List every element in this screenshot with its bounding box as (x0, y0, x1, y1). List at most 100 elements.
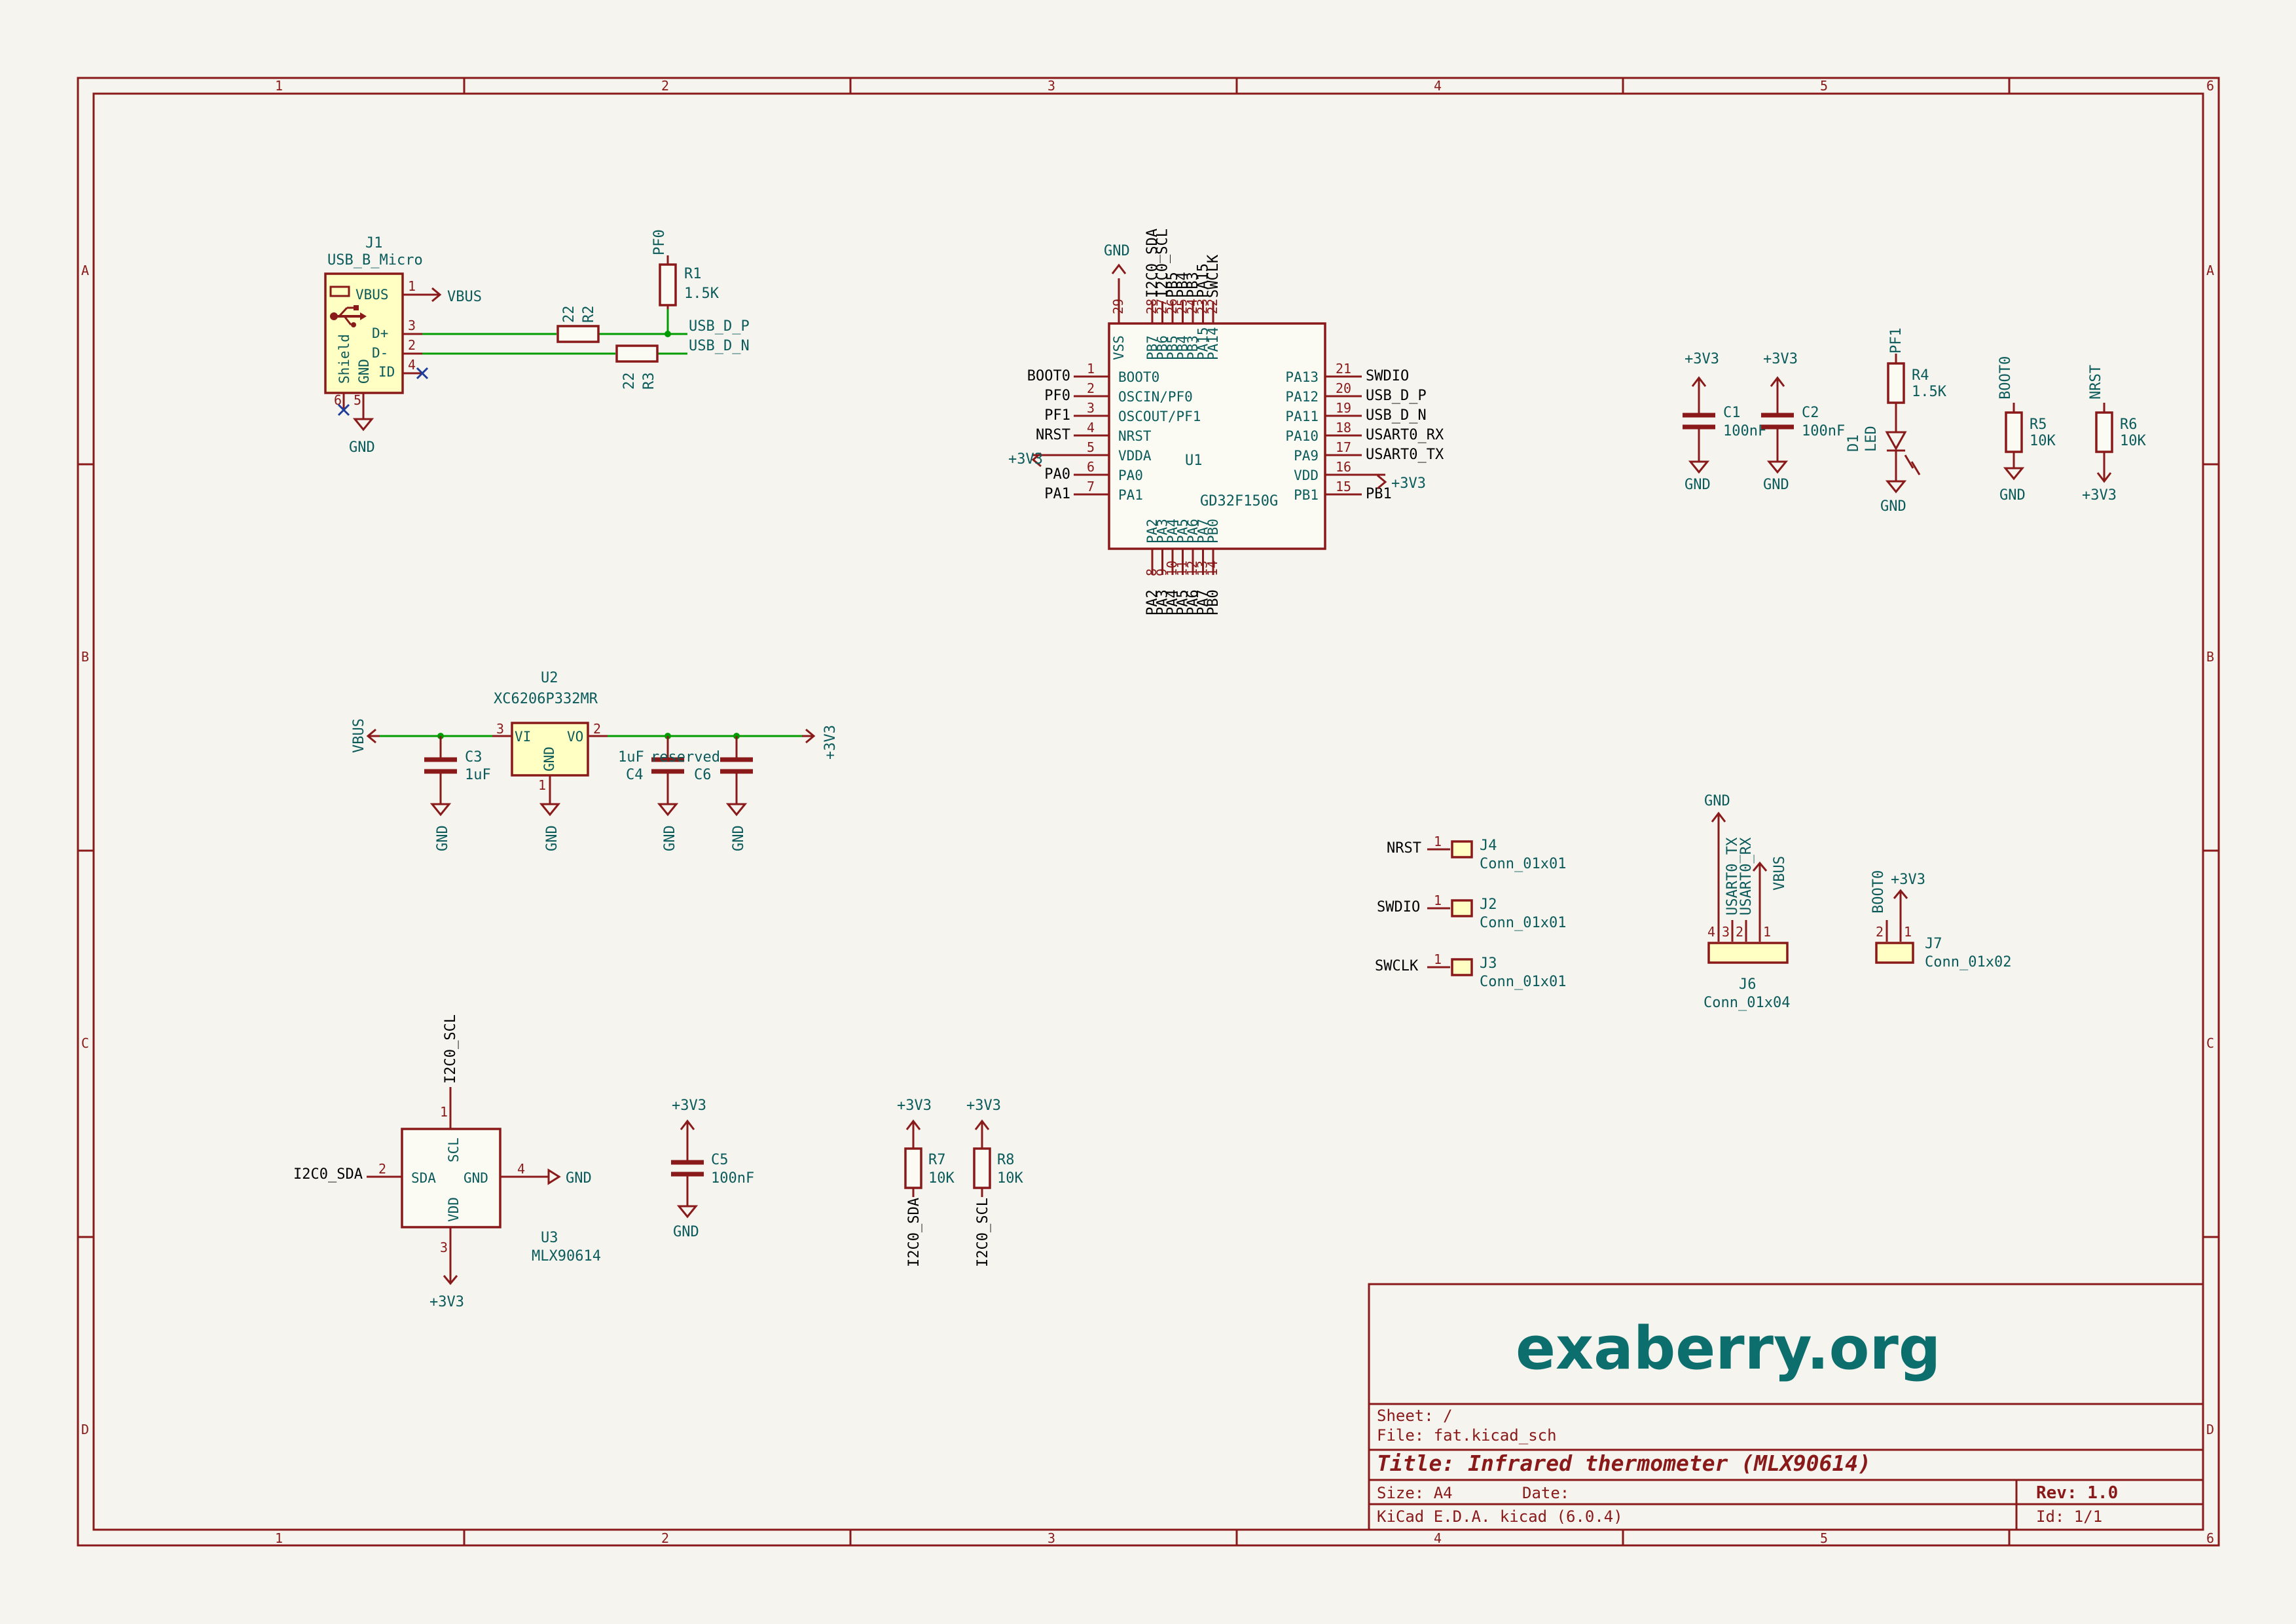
u1-pinname-vdd: VDD (1294, 468, 1319, 483)
d1-gnd: GND (1880, 498, 1906, 515)
tb-file: File: fat.kicad_sch (1377, 1426, 1557, 1445)
c3-ref: C3 (465, 749, 483, 766)
u1-pinname-pa0: PA0 (1118, 468, 1143, 483)
u3-net-sda: I2C0_SDA (293, 1166, 363, 1183)
drawing-frame (77, 77, 2220, 1547)
u1-pinname-pa4: PA4 (1165, 519, 1180, 544)
u1-pinname-pa2: PA2 (1144, 519, 1160, 544)
u1-pinname-vss: VSS (1111, 335, 1127, 360)
u1-net-swclk: SWCLK (1205, 254, 1222, 298)
u2-pinnum-2: 2 (593, 721, 601, 737)
c4-ref: C4 (626, 767, 644, 783)
r6-value: 10K (2120, 433, 2146, 449)
u3-pinnum-4: 4 (517, 1161, 525, 1177)
u2-3v3: +3V3 (822, 725, 839, 760)
u3-value: MLX90614 (532, 1248, 601, 1264)
brand-logo: exaberry.org (1516, 1314, 1941, 1383)
u2-value: XC6206P332MR (494, 691, 598, 707)
u1-pinnum-13: 13 (1195, 561, 1211, 576)
j7-pinnum-1: 1 (1904, 924, 1912, 940)
u3-pinnum-3: 3 (440, 1240, 448, 1255)
j1-pin-dp: D+ (372, 325, 388, 341)
zone-col-6: 6 (2206, 78, 2214, 94)
u3-gnd: GND (566, 1170, 592, 1187)
u1-pinname-pa6: PA6 (1185, 519, 1201, 544)
resistor-r3: 22 R3 (615, 344, 659, 390)
connector-j6: GND USART0_TX USART0_RX VBUS 4 3 2 1 J6 … (1704, 793, 1790, 1011)
j1-pin-vbus: VBUS (355, 287, 389, 303)
zone-col-2-bottom: 2 (661, 1530, 669, 1546)
j1-vbus-label: VBUS (447, 289, 482, 305)
c1-value: 100nF (1723, 423, 1766, 439)
c1-gnd: GND (1685, 477, 1711, 493)
net-usb-d-n-j1: USB_D_N (689, 338, 750, 354)
j1-gnd-label: GND (349, 439, 375, 456)
j6-value: Conn_01x04 (1704, 995, 1790, 1011)
u1-net-pf1: PF1 (1044, 407, 1070, 424)
u1-pinnum-20: 20 (1336, 380, 1351, 396)
u1-net-pb4: PB4 (1175, 272, 1192, 298)
j2-ref: J2 (1480, 896, 1497, 913)
j1-pin-dn: D- (372, 345, 388, 361)
c4-gnd: GND (662, 825, 678, 851)
u1-vss-gnd: GND (1104, 243, 1130, 259)
u3-ref: U3 (541, 1230, 558, 1246)
usb-wires (422, 308, 687, 355)
zone-col-3: 3 (1048, 78, 1055, 94)
zone-row-a-right: A (2206, 263, 2214, 278)
u1-pinname-boot0: BOOT0 (1118, 369, 1159, 385)
d1-ref: D1 (1846, 435, 1862, 452)
capacitor-c4: GND 1uF C4 (618, 736, 684, 851)
c1-ref: C1 (1723, 405, 1741, 421)
u1-pinnum-19: 19 (1336, 400, 1351, 416)
u1-ref: U1 (1185, 452, 1203, 469)
u2-pin-vi: VI (515, 729, 531, 745)
r3-ref: R3 (641, 373, 657, 390)
u1-pinnum-15: 15 (1336, 479, 1351, 494)
r4-value: 1.5K (1912, 384, 1947, 400)
zone-labels: 1 2 3 4 5 6 1 2 3 4 5 6 A B C D A B C D (81, 78, 2214, 1546)
j1-pinnum-1: 1 (408, 278, 416, 294)
u1-pinname-pb3: PB3 (1185, 335, 1201, 360)
u1-pinnum-21: 21 (1336, 361, 1351, 377)
u1-pinname-pa3: PA3 (1155, 519, 1171, 544)
u3-pin-sda: SDA (411, 1170, 436, 1186)
u1-net-usart0_tx: USART0_TX (1366, 447, 1444, 463)
u1-net-b-pa7: PA7 (1195, 589, 1212, 616)
j4-value: Conn_01x01 (1480, 856, 1566, 872)
c5-gnd: GND (673, 1224, 699, 1240)
zone-col-4: 4 (1434, 78, 1442, 94)
c1-net-top: +3V3 (1685, 351, 1719, 367)
zone-col-5-bottom: 5 (1820, 1530, 1828, 1546)
r4-pf1-label: PF1 (1888, 327, 1904, 354)
u3-pin-scl: SCL (446, 1137, 462, 1162)
j7-boot0: BOOT0 (1870, 870, 1887, 913)
u1-pinnum-8: 8 (1144, 568, 1159, 576)
j7-ref: J7 (1925, 936, 1942, 952)
u1-net-nrst: NRST (1036, 427, 1070, 443)
connector-j4: NRST 1 J4 Conn_01x01 (1387, 834, 1566, 872)
u1-pinname-pb4: PB4 (1175, 335, 1191, 360)
r7-3v3: +3V3 (897, 1098, 932, 1114)
r5-gnd: GND (1999, 487, 2026, 504)
u1-pinnum-12: 12 (1184, 561, 1200, 576)
u1-net-pb3: PB3 (1185, 272, 1201, 298)
j6-net-tx: USART0_TX (1724, 837, 1741, 915)
j1-pinnum-5: 5 (354, 392, 361, 408)
zone-col-3-bottom: 3 (1048, 1530, 1055, 1546)
u1-pinnum-1: 1 (1087, 361, 1095, 377)
u1-net-swdio: SWDIO (1366, 368, 1409, 384)
title-block: exaberry.org Sheet: / File: fat.kicad_sc… (1368, 1283, 2204, 1531)
j4-pinnum: 1 (1434, 834, 1442, 849)
u1-pinnum-4: 4 (1087, 420, 1095, 435)
resistor-r8: +3V3 R8 10K I2C0_SCL (966, 1098, 1023, 1267)
resistor-r6: NRST +3V3 R6 10K (2082, 365, 2146, 504)
zone-col-4-bottom: 4 (1434, 1530, 1442, 1546)
u1-net-usb_d_p: USB_D_P (1366, 388, 1427, 404)
u1-pinnum-28: 28 (1144, 299, 1159, 314)
r2-ref: R2 (581, 306, 597, 323)
r7-net: I2C0_SDA (906, 1198, 922, 1267)
u1-net-i2c0_scl: I2C0_SCL (1155, 229, 1171, 298)
u1-pinname-pb1: PB1 (1294, 487, 1319, 503)
